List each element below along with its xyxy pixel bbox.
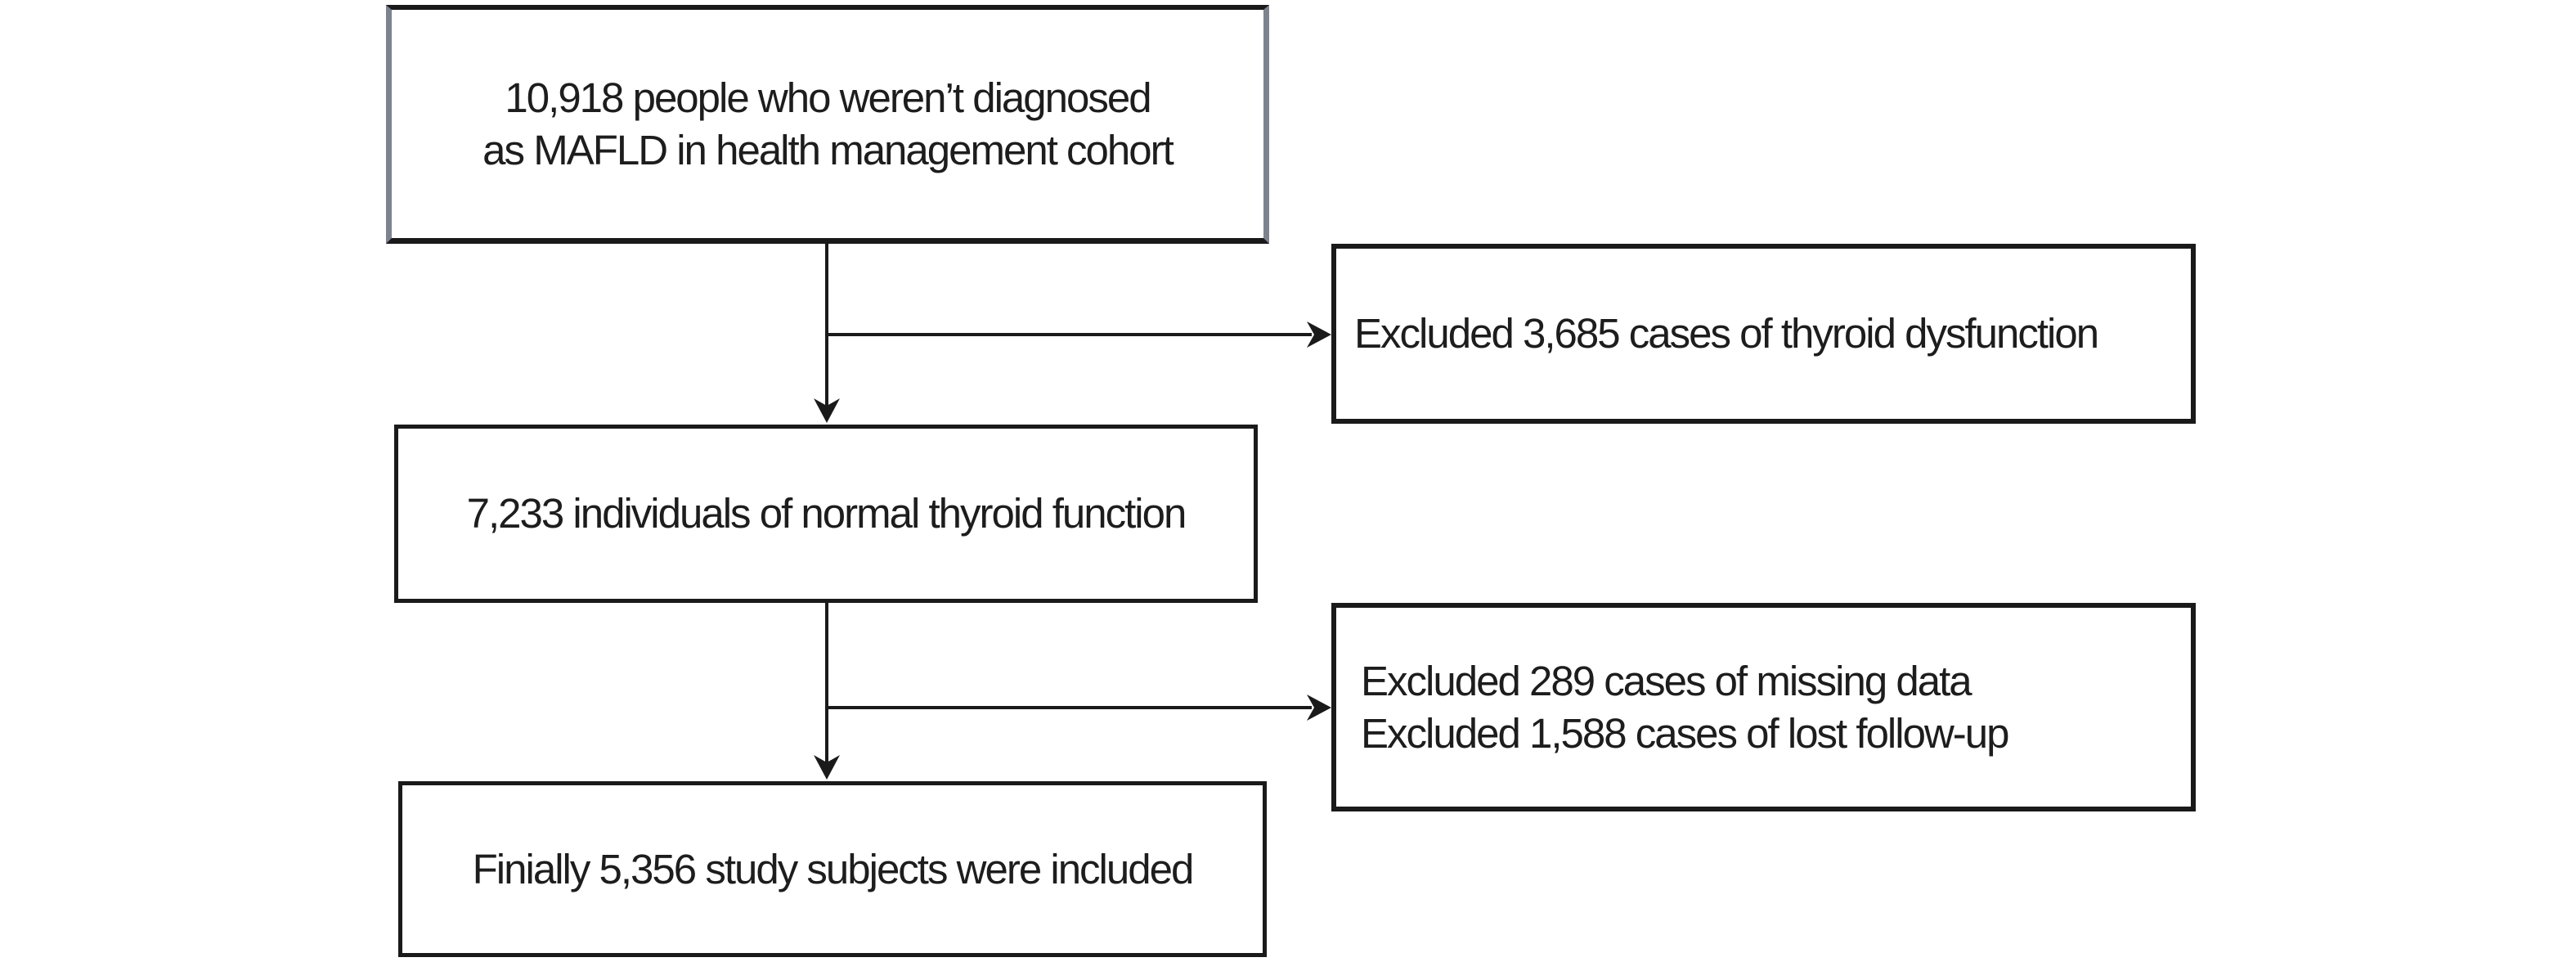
flow-node-final-included: Finially 5,356 study subjects were inclu… bbox=[398, 781, 1267, 957]
flow-node-excluded-thyroid-dysfunction: Excluded 3,685 cases of thyroid dysfunct… bbox=[1331, 244, 2196, 424]
arrowhead-down-icon bbox=[814, 755, 840, 780]
node-text-line: 7,233 individuals of normal thyroid func… bbox=[466, 490, 1187, 537]
node-text-line: Excluded 1,588 cases of lost follow-up bbox=[1361, 709, 2009, 757]
flow-node-normal-thyroid-function: 7,233 individuals of normal thyroid func… bbox=[394, 425, 1258, 603]
node-text-line: Finially 5,356 study subjects were inclu… bbox=[472, 845, 1195, 892]
node-text-line: Excluded 3,685 cases of thyroid dysfunct… bbox=[1354, 310, 2099, 357]
arrowhead-right-icon bbox=[1307, 321, 1331, 348]
arrowhead-right-icon bbox=[1307, 695, 1331, 721]
node-text-line: as MAFLD in health management cohort bbox=[482, 126, 1174, 173]
arrowhead-down-icon bbox=[814, 398, 840, 423]
node-text-line: Excluded 289 cases of missing data bbox=[1361, 657, 1972, 704]
flow-node-excluded-missing-followup: Excluded 289 cases of missing data Exclu… bbox=[1331, 603, 2196, 811]
flow-node-initial-cohort: 10,918 people who weren’t diagnosed as M… bbox=[386, 5, 1269, 244]
node-text-line: 10,918 people who weren’t diagnosed bbox=[505, 74, 1151, 121]
